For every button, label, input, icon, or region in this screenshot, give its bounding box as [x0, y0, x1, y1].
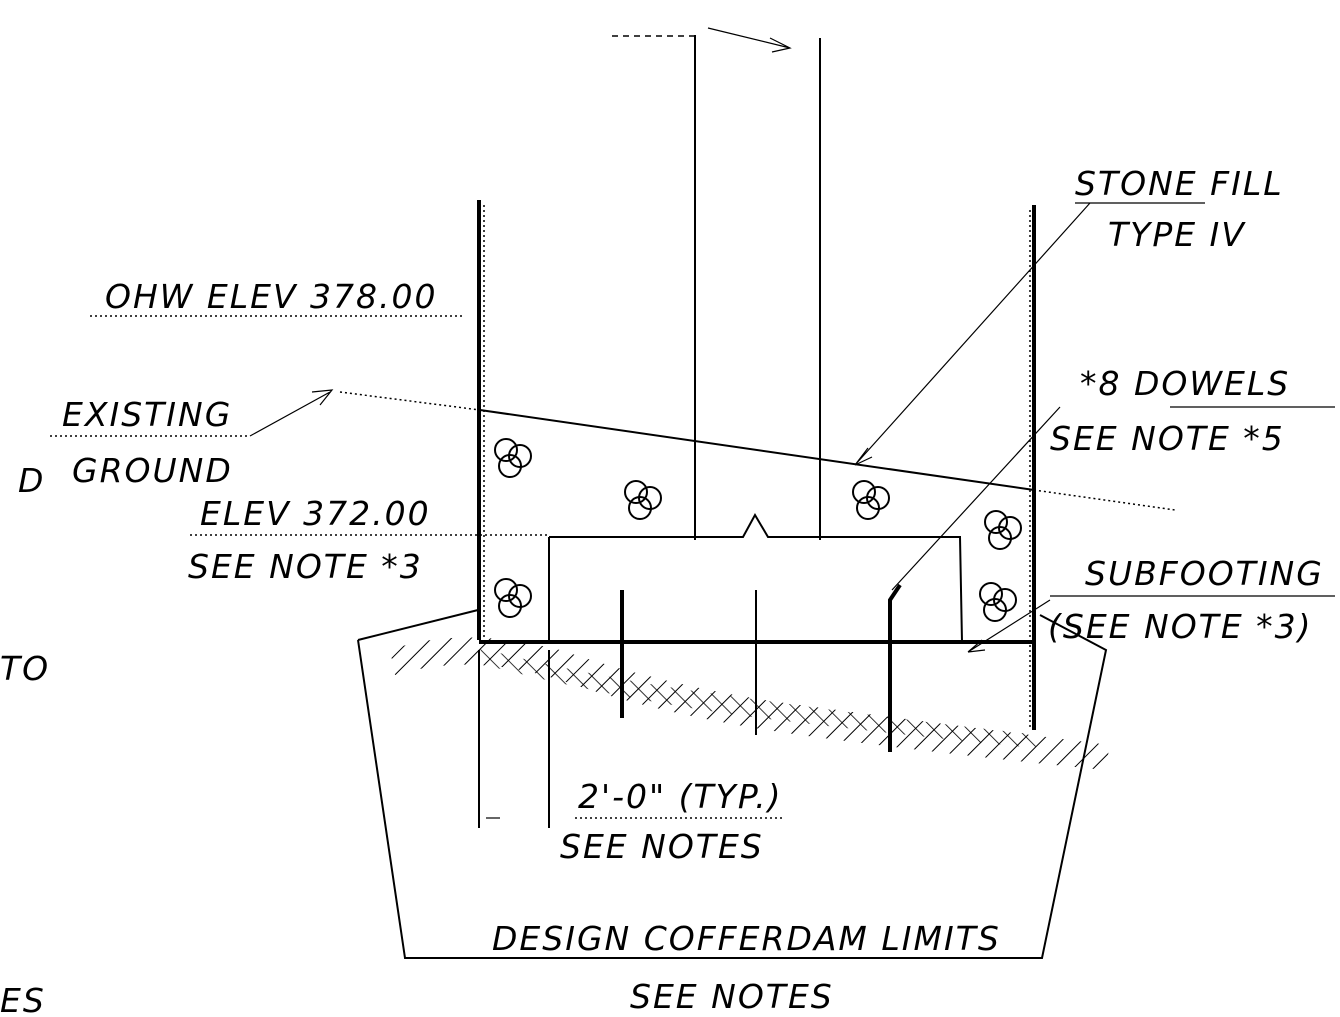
typ-dimension-label: 2'-0" (TYP.) [578, 777, 783, 816]
existing-label: EXISTING [62, 395, 232, 434]
elev-note-label: SEE NOTE *3 [188, 547, 423, 586]
labels: STONE FILL TYPE IV OHW ELEV 378.00 EXIST… [0, 164, 1324, 1017]
left-fragment-1: D [18, 461, 45, 500]
left-fragment-3: ES [0, 981, 46, 1017]
cofferdam-limit-lines [357, 609, 1108, 959]
leader-lines [50, 202, 1335, 959]
typ-note-label: SEE NOTES [560, 827, 764, 866]
cofferdam-note-label: SEE NOTES [630, 977, 834, 1016]
dowels-note-label: SEE NOTE *5 [1050, 419, 1285, 458]
pier-column [612, 27, 821, 540]
subfooting-note-label: (SEE NOTE *3) [1048, 607, 1313, 646]
stone-fill-type-label: TYPE IV [1108, 215, 1246, 254]
dowels-label: *8 DOWELS [1080, 364, 1290, 403]
elev-372-label: ELEV 372.00 [200, 494, 431, 533]
stone-fill-label: STONE FILL [1075, 164, 1284, 203]
ohw-elev-label: OHW ELEV 378.00 [105, 277, 438, 316]
cofferdam-limits-label: DESIGN COFFERDAM LIMITS [492, 919, 1001, 958]
subfooting-label: SUBFOOTING [1085, 554, 1324, 593]
ground-label: GROUND [72, 451, 233, 490]
earth-hatch [390, 637, 1110, 770]
existing-ground-line [339, 391, 1176, 511]
stone-fill-clusters [494, 438, 1022, 622]
left-fragment-2: TO [0, 649, 50, 688]
